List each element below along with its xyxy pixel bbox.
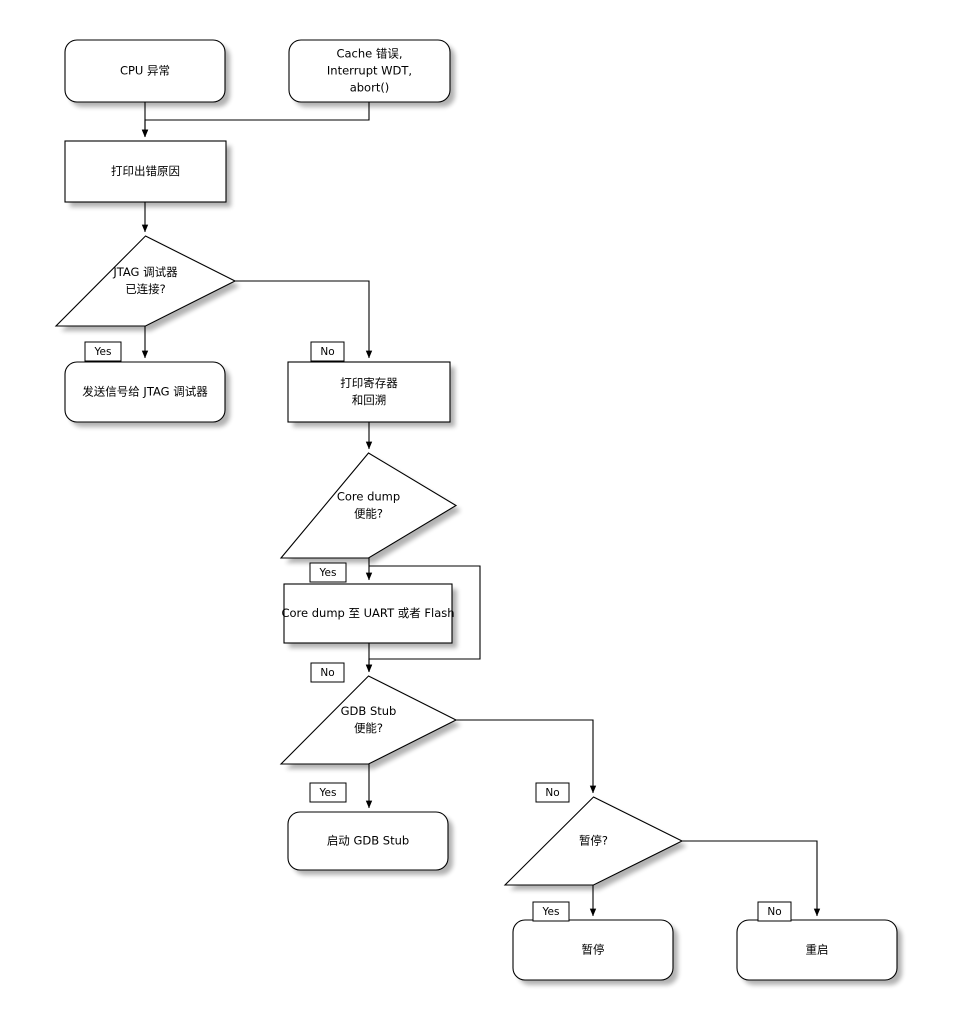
node-shape-rounded-rect (736, 919, 898, 981)
node-shape-rounded-rect (64, 39, 226, 103)
nodes: CPU 异常 Cache 错误, Interrupt WDT, abort() 打印出错… (54, 39, 898, 981)
node-label-gdbstub-enabled: GDB Stub (341, 704, 397, 718)
node-halt[interactable]: 暂停 (512, 919, 674, 981)
edge-label-box (309, 562, 347, 583)
node-label-send-signal-jtag: 发送信号给 JTAG 调试器 (82, 385, 208, 399)
edge-cache-to-print (141, 102, 370, 138)
node-shape-rect (287, 361, 451, 423)
node-coredump-to-uart-flash[interactable]: Core dump 至 UART 或者 Flash (281, 583, 455, 644)
node-label-coredump-to-uart-flash: Core dump 至 UART 或者 Flash (281, 606, 454, 620)
edge-label-coredump-yes: Yes (309, 562, 347, 583)
edge-label-text: Yes (319, 787, 337, 799)
edge-label-box (535, 782, 570, 803)
node-label-cache-error: Cache 错误, (336, 47, 402, 61)
edge-label-coredump-no: No (310, 662, 345, 683)
edge-jtag-no-edge (235, 280, 373, 359)
node-label-jtag-connected: JTAG 调试器 (112, 265, 178, 279)
node-label-halt-decision: 暂停? (579, 834, 608, 848)
edge-label-halt-no: No (757, 901, 792, 922)
edge-label-jtag-no: No (310, 341, 345, 362)
edge-label-jtag-yes: Yes (84, 341, 122, 362)
node-label-cache-error: Interrupt WDT, (327, 64, 412, 78)
edge-label-gdbstub-yes: Yes (309, 782, 347, 803)
node-label-coredump-enabled: Core dump (337, 490, 400, 504)
edge-connectors (141, 102, 821, 917)
node-label-print-error-reason: 打印出错原因 (111, 164, 180, 178)
edge-label-text: No (545, 787, 559, 799)
node-shape-diamond (279, 675, 458, 765)
edge-label-text: Yes (94, 346, 112, 358)
node-cpu-exception[interactable]: CPU 异常 (64, 39, 226, 103)
node-send-signal-jtag[interactable]: 发送信号给 JTAG 调试器 (64, 361, 226, 423)
node-start-gdbstub[interactable]: 启动 GDB Stub (287, 811, 449, 871)
edge-gdbstub-no-edge (456, 719, 597, 794)
edge-label-gdbstub-no: No (535, 782, 570, 803)
node-label-halt: 暂停 (582, 943, 605, 957)
node-shape-rounded-rect (512, 919, 674, 981)
edge-label-text: Yes (542, 906, 560, 918)
node-label-reboot: 重启 (806, 943, 829, 957)
edge-label-box (309, 782, 347, 803)
node-label-jtag-connected: 已连接? (125, 282, 166, 296)
node-label-coredump-enabled: 便能? (354, 507, 383, 521)
node-label-cache-error: abort() (350, 81, 390, 95)
node-label-cpu-exception: CPU 异常 (120, 64, 170, 78)
node-reboot[interactable]: 重启 (736, 919, 898, 981)
node-shape-rounded-rect (287, 811, 449, 871)
node-shape-rect (64, 140, 227, 203)
node-shape-rect (283, 583, 453, 644)
edge-label-text: No (320, 346, 334, 358)
node-label-start-gdbstub: 启动 GDB Stub (327, 834, 409, 848)
node-shape-rounded-rect (64, 361, 226, 423)
edge-label-box (310, 662, 345, 683)
node-label-gdbstub-enabled: 便能? (354, 721, 383, 735)
edge-label-box (84, 341, 122, 362)
node-gdbstub-enabled[interactable]: GDB Stub 便能? (279, 675, 458, 765)
node-print-error-reason[interactable]: 打印出错原因 (64, 140, 227, 203)
edge-label-box (310, 341, 345, 362)
node-shape-rounded-rect (288, 39, 451, 103)
edge-label-text: Yes (319, 567, 337, 579)
edge-label-text: No (320, 667, 334, 679)
node-label-print-registers: 打印寄存器 (340, 376, 398, 390)
node-cache-error[interactable]: Cache 错误, Interrupt WDT, abort() (288, 39, 451, 103)
edge-label-text: No (767, 906, 781, 918)
edge-label-box (757, 901, 792, 922)
node-coredump-enabled[interactable]: Core dump 便能? (279, 452, 458, 559)
node-shape-diamond (503, 796, 684, 886)
node-halt-decision[interactable]: 暂停? (503, 796, 684, 886)
node-shape-diamond (279, 452, 458, 559)
node-shape-diamond (54, 235, 237, 327)
node-label-print-registers: 和回溯 (352, 393, 387, 407)
edge-label-box (532, 901, 570, 922)
edge-label-halt-yes: Yes (532, 901, 570, 922)
edge-halt-no-edge (682, 840, 821, 917)
